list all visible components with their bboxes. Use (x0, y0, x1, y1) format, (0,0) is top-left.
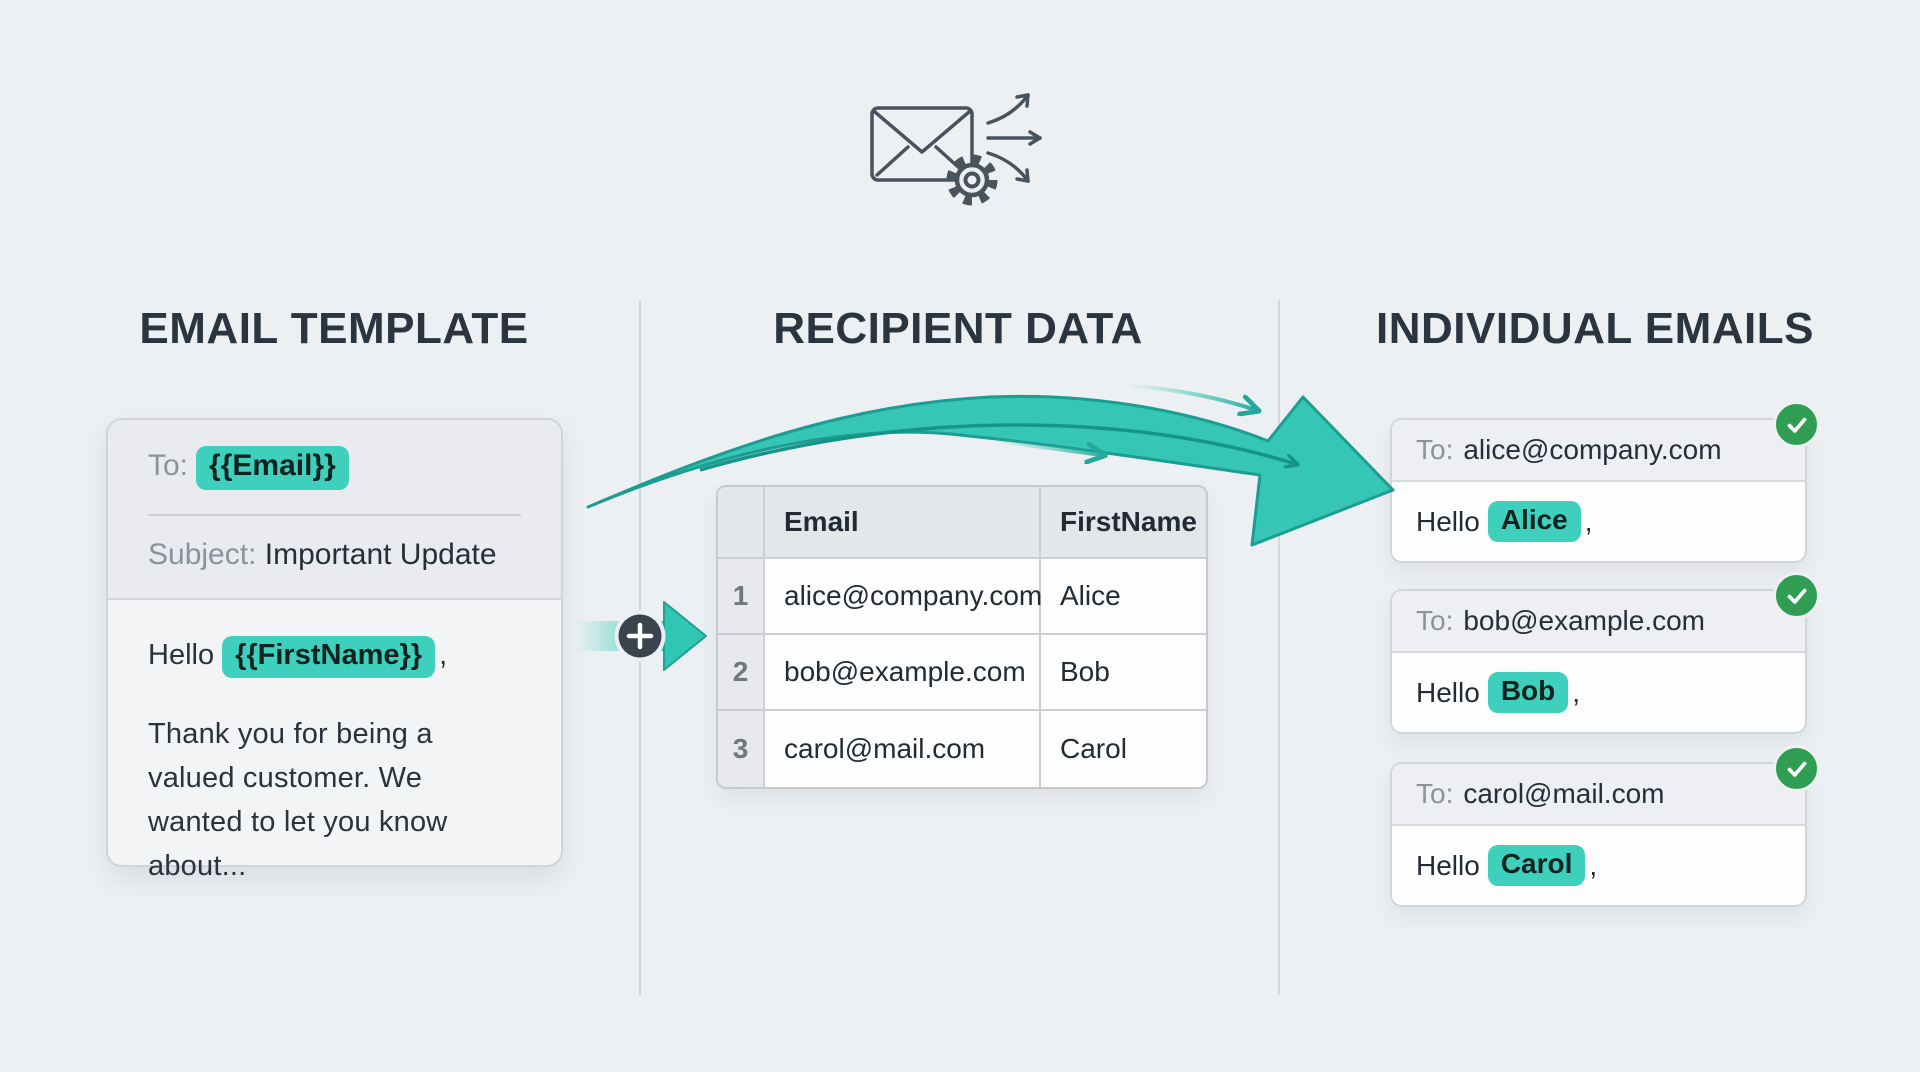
table-cell-email: alice@company.com (765, 559, 1042, 635)
row-number: 1 (718, 559, 765, 635)
greeting-prefix: Hello (1416, 676, 1480, 708)
greeting-suffix: , (1589, 849, 1598, 881)
envelope-send-gear-icon (870, 93, 1042, 206)
section-title-individual-emails: INDIVIDUAL EMAILS (1376, 304, 1814, 353)
merge-plus-connector (578, 601, 707, 671)
to-label: To: (1416, 605, 1454, 636)
column-header-email: Email (765, 487, 1041, 559)
email-address: carol@mail.com (1463, 778, 1665, 809)
email-variable-chip: {{Email}} (196, 446, 349, 490)
template-subject-line: Subject: Important Update (148, 516, 521, 598)
to-label: To: (1416, 778, 1454, 809)
envelope-flap (873, 110, 971, 154)
merged-name-chip: Bob (1487, 671, 1569, 714)
greeting-prefix: Hello (1416, 505, 1480, 537)
corner-header-cell (718, 487, 765, 559)
to-label: To: (148, 449, 189, 482)
to-label: To: (1416, 434, 1454, 465)
table-cell-email: bob@example.com (765, 635, 1041, 711)
recipient-data-table: Email FirstName 1 alice@company.com Alic… (716, 485, 1208, 789)
template-card-body: Hello{{FirstName}}, Thank you for being … (108, 600, 561, 925)
row-number: 3 (718, 711, 765, 787)
email-card-header: To: alice@company.com (1392, 420, 1805, 482)
template-greeting: Hello{{FirstName}}, (148, 635, 521, 678)
column-header-firstname: FirstName (1041, 487, 1206, 559)
email-template-card: To:{{Email}} Subject: Important Update H… (106, 418, 563, 882)
email-card-header: To: carol@mail.com (1392, 764, 1805, 826)
accent-arrow-bottom (996, 439, 1102, 455)
merged-name-chip: Alice (1487, 500, 1581, 543)
merged-name-chip: Carol (1487, 844, 1586, 887)
merge-arrowhead (663, 601, 707, 671)
table-cell-firstname: Alice (1041, 559, 1206, 635)
greeting-suffix: , (1584, 505, 1593, 537)
template-card-header: To:{{Email}} Subject: Important Update (108, 420, 561, 600)
email-address: bob@example.com (1463, 605, 1706, 636)
table-cell-firstname: Carol (1041, 711, 1206, 787)
table-cell-email: carol@mail.com (765, 711, 1041, 787)
template-body-text: Thank you for being a valued customer. W… (148, 717, 448, 883)
greeting-prefix: Hello (148, 638, 215, 671)
subject-label: Subject: (148, 537, 257, 571)
email-address: alice@company.com (1463, 434, 1722, 465)
subject-value: Important Update (264, 537, 497, 571)
accent-arrow-top (1130, 384, 1256, 410)
gear-icon (946, 154, 998, 206)
check-icon (1773, 745, 1820, 792)
table-cell-firstname: Bob (1041, 635, 1206, 711)
firstname-variable-chip: {{FirstName}} (222, 635, 436, 678)
greeting-suffix: , (439, 638, 448, 671)
section-divider-left (639, 300, 641, 995)
greeting-prefix: Hello (1416, 849, 1480, 881)
greeting-suffix: , (1572, 676, 1581, 708)
section-title-recipient-data: RECIPIENT DATA (773, 304, 1143, 353)
check-icon (1773, 401, 1820, 448)
email-card-header: To: bob@example.com (1392, 591, 1805, 653)
envelope-outline (870, 106, 974, 182)
row-number: 2 (718, 635, 765, 711)
template-to-line: To:{{Email}} (148, 446, 521, 516)
section-divider-right (1278, 300, 1280, 995)
section-title-email-template: EMAIL TEMPLATE (139, 304, 529, 353)
check-icon (1773, 572, 1820, 619)
